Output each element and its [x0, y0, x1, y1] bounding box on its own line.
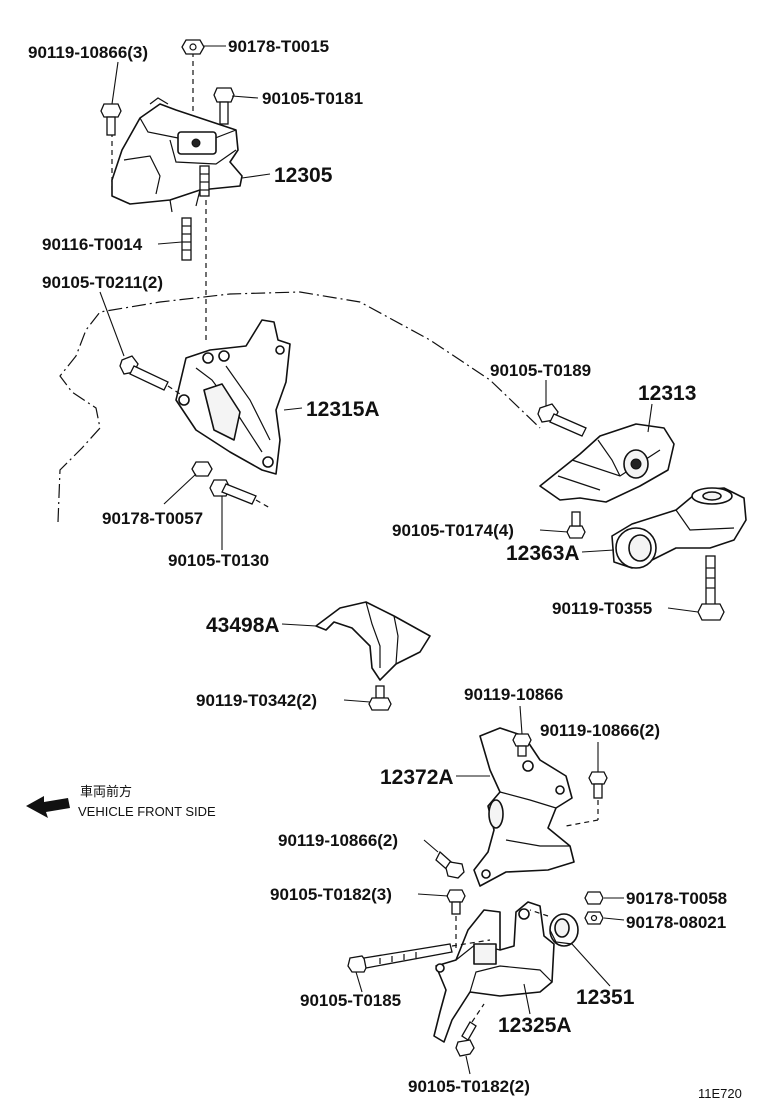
- bolt-90105-T0189: [537, 403, 587, 437]
- label-90178-T0015: 90178-T0015: [228, 37, 329, 56]
- label-90105-T0211-2: 90105-T0211(2): [42, 273, 163, 292]
- label-90178-08021: 90178-08021: [626, 913, 726, 932]
- assembly-line-12372A-b: [565, 819, 599, 827]
- label-12315A: 12315A: [306, 398, 380, 421]
- assembly-line-12351: [529, 909, 549, 917]
- label-90119-10866-3: 90119-10866(3): [28, 43, 148, 62]
- nut-90178-T0057: [191, 461, 213, 477]
- bolt-90105-T0181: [213, 87, 235, 125]
- vehicle-front-indicator: 車両前方 VEHICLE FRONT SIDE: [26, 784, 216, 819]
- bolt-90105-T0182-2: [455, 1021, 477, 1057]
- label-90105-T0174-4: 90105-T0174(4): [392, 521, 514, 540]
- bolt-90105-T0211-2: [119, 355, 169, 391]
- label-90119-10866-2b: 90119-10866(2): [278, 831, 398, 850]
- label-90105-T0130: 90105-T0130: [168, 551, 269, 570]
- bushing-12351: [549, 913, 579, 947]
- bolt-90105-T0174-4: [566, 511, 586, 539]
- label-90105-T0182-2: 90105-T0182(2): [408, 1077, 530, 1096]
- label-90119-T0355: 90119-T0355: [552, 599, 652, 618]
- assembly-line-12325A-b: [451, 939, 491, 947]
- bracket-12313: [539, 423, 675, 503]
- bolt-90119-10866-2b: [435, 850, 465, 879]
- nut-90178-T0058: [584, 891, 604, 905]
- label-12351: 12351: [576, 986, 635, 1009]
- label-90119-10866: 90119-10866: [464, 685, 563, 704]
- label-90105-T0185: 90105-T0185: [300, 991, 401, 1010]
- nut-90178-08021: [584, 911, 604, 925]
- label-90105-T0189: 90105-T0189: [490, 361, 591, 380]
- bracket-12372A: [473, 727, 575, 887]
- torque-rod-12363A: [611, 487, 747, 569]
- stud-90116-T0014: [181, 217, 192, 261]
- engine-outline: [57, 291, 541, 523]
- stud-top-12305: [199, 165, 210, 197]
- bolt-90119-10866-3: [100, 103, 122, 136]
- assembly-line-12325A-c: [471, 1003, 485, 1023]
- bracket-12315A: [175, 319, 291, 475]
- diagram-code: 11E720: [698, 1086, 742, 1101]
- label-12313: 12313: [638, 382, 696, 405]
- label-12372A: 12372A: [380, 766, 454, 789]
- label-90119-T0342-2: 90119-T0342(2): [196, 691, 317, 710]
- bolt-90119-10866: [512, 733, 532, 757]
- label-12325A: 12325A: [498, 1014, 572, 1037]
- label-12305: 12305: [274, 164, 333, 187]
- label-90119-10866-2a: 90119-10866(2): [540, 721, 660, 740]
- vehicle-front-japanese: 車両前方: [80, 784, 132, 799]
- shield-43498A: [315, 601, 431, 681]
- left-arrow-icon: [26, 796, 70, 818]
- bolt-90119-T0342-2: [368, 685, 392, 711]
- bolt-90105-T0182-3: [446, 889, 466, 915]
- vehicle-front-english: VEHICLE FRONT SIDE: [78, 804, 216, 819]
- label-90116-T0014: 90116-T0014: [42, 235, 143, 254]
- leader-lines: [99, 45, 699, 1075]
- label-90105-T0181: 90105-T0181: [262, 89, 363, 108]
- bolt-90119-10866-2a: [588, 771, 608, 799]
- label-90178-T0058: 90178-T0058: [626, 889, 727, 908]
- bolt-90105-T0130: [209, 479, 257, 505]
- bracket-12325A: [433, 901, 555, 1043]
- assembly-line-bracket: [167, 385, 181, 395]
- bolt-90105-T0185: [347, 943, 453, 973]
- nut-90178-T0015: [181, 39, 205, 55]
- bolt-90119-T0355: [697, 555, 725, 621]
- label-12363A: 12363A: [506, 542, 580, 565]
- label-90105-T0182-3: 90105-T0182(3): [270, 885, 392, 904]
- label-90178-T0057: 90178-T0057: [102, 509, 203, 528]
- label-43498A: 43498A: [206, 614, 280, 637]
- assembly-line-bracket-low: [255, 499, 271, 509]
